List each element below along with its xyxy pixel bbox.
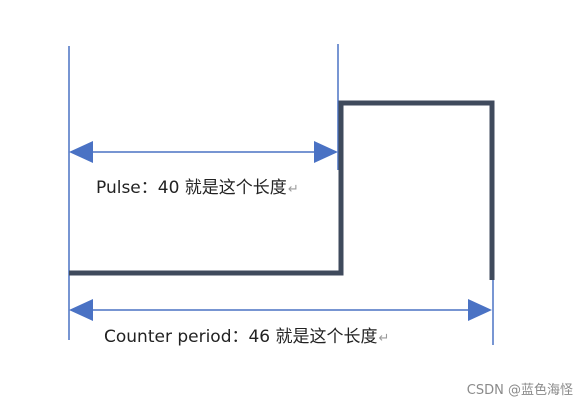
period-arrow [69, 299, 492, 321]
pulse-arrow [69, 141, 338, 163]
pulse-label: Pulse：40 就是这个长度↵ [96, 178, 299, 198]
period-label: Counter period：46 就是这个长度↵ [104, 327, 389, 347]
pwm-waveform [69, 100, 495, 280]
watermark: CSDN @蓝色海怪 [467, 382, 573, 398]
